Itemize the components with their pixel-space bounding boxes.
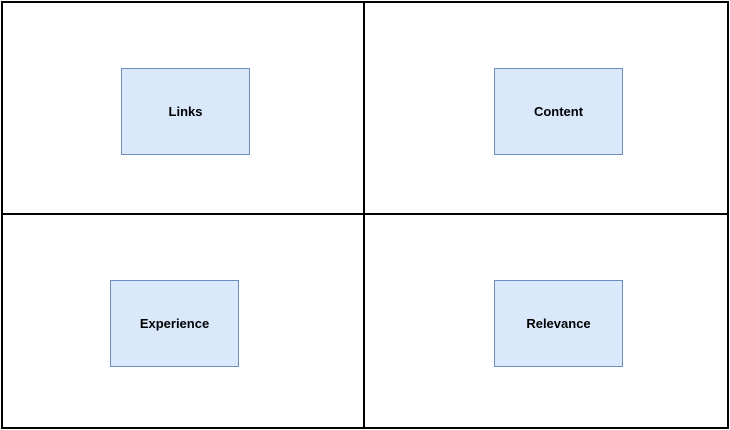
quadrant-top-left: Links [1, 1, 365, 215]
quadrant-top-right: Content [363, 1, 729, 215]
links-node: Links [121, 68, 250, 155]
links-node-label: Links [168, 104, 203, 119]
experience-node: Experience [110, 280, 239, 367]
content-node: Content [494, 68, 623, 155]
quadrant-bottom-right: Relevance [363, 213, 729, 429]
quadrant-bottom-left: Experience [1, 213, 365, 429]
content-node-label: Content [533, 104, 584, 119]
relevance-node: Relevance [494, 280, 623, 367]
experience-node-label: Experience [139, 316, 210, 331]
relevance-node-label: Relevance [526, 316, 591, 331]
